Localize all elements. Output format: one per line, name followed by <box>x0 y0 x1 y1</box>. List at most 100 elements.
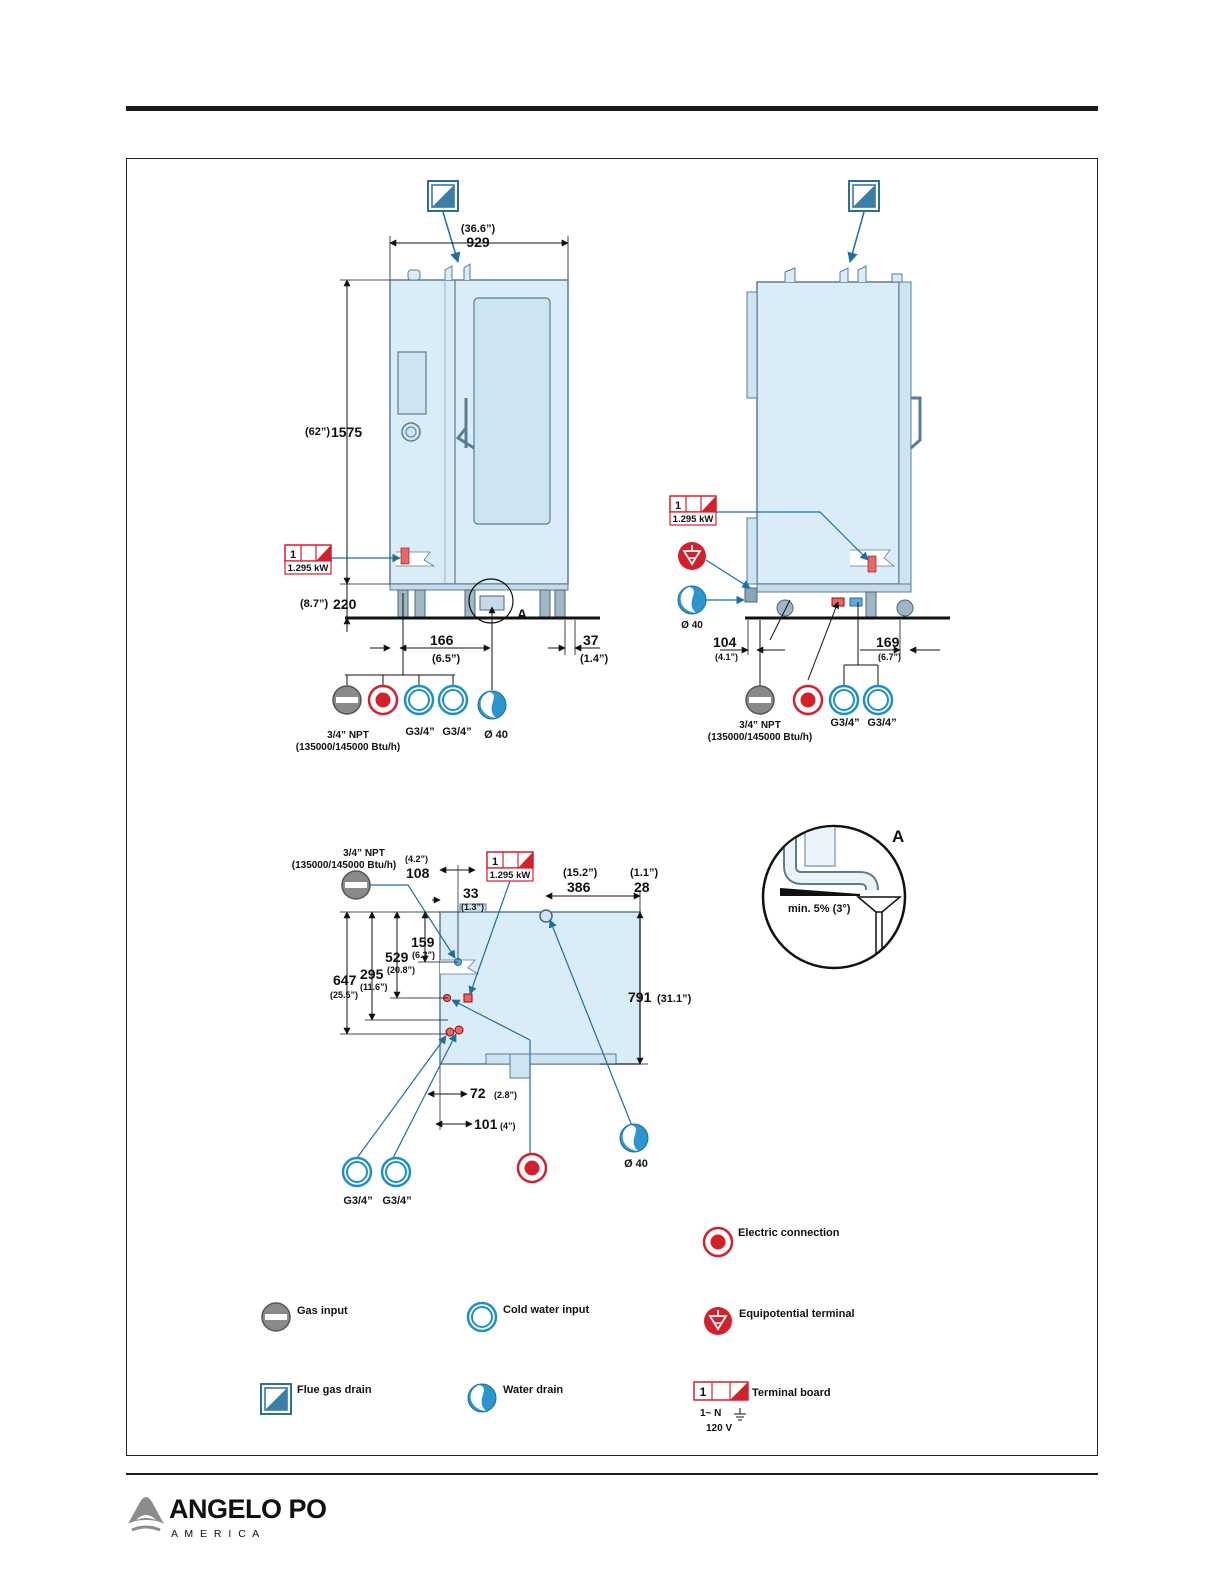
dim-386: 386 <box>567 879 591 895</box>
water-fitting-1: G3/4” <box>343 1195 372 1207</box>
dim-647-inches: (25.5”) <box>330 990 358 1000</box>
dim-108: 108 <box>406 865 430 881</box>
legend: Electric connection Gas input Cold water… <box>260 1226 855 1434</box>
gas-spec: 3/4” NPT <box>739 720 781 731</box>
door-handle <box>455 398 475 450</box>
detail-a: A min. 5% (3°) <box>761 824 907 970</box>
dim-104-inches: (4.1”) <box>715 652 738 662</box>
legend-phase: 1~ N <box>700 1408 721 1419</box>
side-view: 1 1.295 kW Ø 40 104 (4.1”) 169 (6.7”) <box>669 180 950 743</box>
front-view: (36.6”) 929 A (62”) 1575 <box>284 180 608 753</box>
terminal-board-tag-side: 1 1.295 kW <box>669 495 717 526</box>
gas-spec: 3/4” NPT <box>343 848 385 859</box>
gas-input-icon <box>745 685 775 715</box>
legend-flue-label: Flue gas drain <box>297 1384 372 1396</box>
dim-529-inches: (20.8”) <box>387 965 415 975</box>
cold-water-input-icon <box>862 684 894 716</box>
gas-input-icon <box>261 1302 291 1332</box>
leg-height-mm: 220 <box>333 596 357 612</box>
dim-72-inches: (2.8”) <box>494 1090 517 1100</box>
gas-btu: (135000/145000 Btu/h) <box>296 742 401 753</box>
dim-108-inches: (4.2”) <box>405 854 428 864</box>
water-drain-icon <box>677 585 707 615</box>
ground-icon <box>734 1408 746 1421</box>
dim-791-inches: (31.1”) <box>657 993 692 1005</box>
water-fitting-2: G3/4” <box>867 717 896 729</box>
gas-input-icon <box>332 685 362 715</box>
flue-gas-drain-icon <box>260 1383 292 1415</box>
dim-159-inches: (6.3”) <box>412 950 435 960</box>
legend-electric-label: Electric connection <box>738 1227 840 1239</box>
height-inches: (62”) <box>305 426 330 438</box>
cold-water-input-icon <box>466 1301 498 1333</box>
water-fitting-1: G3/4” <box>405 726 434 738</box>
detail-a-callout <box>468 578 514 624</box>
equipotential-terminal-icon <box>703 1306 733 1336</box>
gas-btu: (135000/145000 Btu/h) <box>292 860 397 871</box>
dim-386-inches: (15.2”) <box>563 867 598 879</box>
dim-33-inches: (1.3”) <box>461 902 484 912</box>
detail-a-label: A <box>517 606 527 622</box>
terminal-kw: 1.295 kW <box>490 870 531 881</box>
legend-equipotential-label: Equipotential terminal <box>739 1308 855 1320</box>
water-fitting-2: G3/4” <box>382 1195 411 1207</box>
terminal-kw: 1.295 kW <box>288 563 329 574</box>
dim-159: 159 <box>411 934 435 950</box>
water-drain-icon <box>477 690 507 720</box>
drain-size: Ø 40 <box>484 729 508 741</box>
legend-cold-water-label: Cold water input <box>503 1304 590 1316</box>
oven-body-top <box>439 911 641 1065</box>
terminal-number: 1 <box>290 549 296 561</box>
electric-connection-icon <box>516 1152 548 1184</box>
terminal-board-legend-icon: 1 <box>693 1381 749 1401</box>
flue-gas-drain-icon <box>848 180 880 212</box>
dim-101: 101 <box>474 1116 498 1132</box>
dim-37: 37 <box>583 632 599 648</box>
dim-166: 166 <box>430 632 454 648</box>
legend-gas-label: Gas input <box>297 1305 348 1317</box>
electric-connection-icon <box>792 684 824 716</box>
brand-logo: ANGELO PO A M E R I C A <box>126 1490 346 1560</box>
drain-size: Ø 40 <box>624 1158 648 1170</box>
water-fitting-2: G3/4” <box>442 726 471 738</box>
drain-size: Ø 40 <box>681 620 703 631</box>
legend-water-drain-label: Water drain <box>503 1384 563 1396</box>
control-knob <box>401 422 421 442</box>
leg-height-inches: (8.7”) <box>300 598 328 610</box>
detail-a-title: A <box>892 827 904 846</box>
terminal-board-marker <box>400 547 410 565</box>
width-mm: 929 <box>466 234 490 250</box>
cold-water-input-icon <box>380 1156 412 1188</box>
cold-water-input-icon <box>341 1156 373 1188</box>
electric-connection-icon <box>702 1226 734 1258</box>
dim-169: 169 <box>876 634 900 650</box>
dim-28: 28 <box>634 879 650 895</box>
logo-mark-icon <box>128 1497 164 1532</box>
flue-gas-drain-icon <box>427 180 459 212</box>
top-view: 3/4” NPT (135000/145000 Btu/h) (4.2”) 10… <box>292 848 692 1207</box>
width-inches: (36.6”) <box>461 223 496 235</box>
legend-terminal-number: 1 <box>700 1385 707 1399</box>
oven-door-window <box>473 297 551 525</box>
logo-sub-text: A M E R I C A <box>171 1528 261 1540</box>
electric-connection-icon <box>367 684 399 716</box>
terminal-board-tag-top: 1 1.295 kW <box>486 851 534 882</box>
dim-647: 647 <box>333 972 357 988</box>
drawing-frame <box>126 158 1098 1456</box>
dim-529: 529 <box>385 949 409 965</box>
dim-169-inches: (6.7”) <box>878 652 901 662</box>
cold-water-input-icon <box>828 684 860 716</box>
legend-terminal-label: Terminal board <box>752 1387 831 1399</box>
dim-295: 295 <box>360 966 384 982</box>
cold-water-input-icon <box>437 684 469 716</box>
cold-water-input-icon <box>403 684 435 716</box>
dim-72: 72 <box>470 1085 486 1101</box>
legend-voltage: 120 V <box>706 1423 732 1434</box>
dim-37-inches: (1.4”) <box>580 653 608 665</box>
water-fitting-1: G3/4” <box>830 717 859 729</box>
dim-28-inches: (1.1”) <box>630 867 658 879</box>
gas-input-icon <box>341 870 371 900</box>
height-mm: 1575 <box>331 424 362 440</box>
slope-spec: min. 5% (3°) <box>788 903 851 915</box>
gas-spec: 3/4” NPT <box>327 730 369 741</box>
